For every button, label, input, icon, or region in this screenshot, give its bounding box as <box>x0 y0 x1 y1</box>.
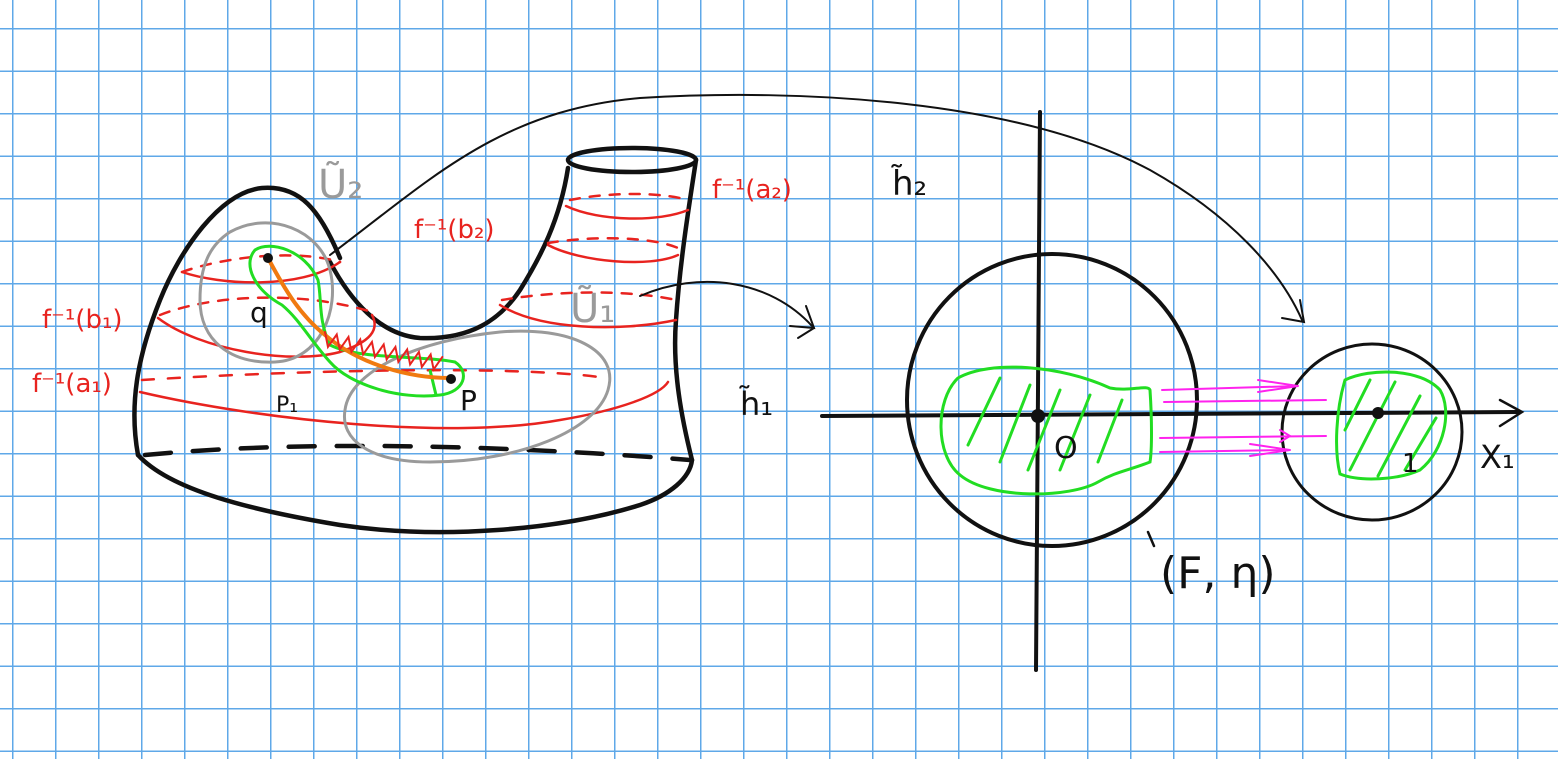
point-one <box>1372 407 1384 419</box>
flow-head-3 <box>1279 429 1292 443</box>
label-level-b2: f⁻¹(b₂) <box>414 215 495 245</box>
hatch-2 <box>998 383 1032 464</box>
tick-mark <box>1146 530 1156 548</box>
level-b2-lower-back <box>500 291 678 302</box>
level-b2-back <box>546 237 680 250</box>
hatch-5 <box>1096 398 1124 464</box>
label-nbhd-u2: Ũ₂ <box>318 160 363 208</box>
arrow-h1-tail <box>797 327 815 339</box>
label-origin: O <box>1054 431 1078 466</box>
label-level-a2: f⁻¹(a₂) <box>712 175 792 205</box>
label-point-p1: P₁ <box>276 393 298 418</box>
level-a1-front <box>138 380 670 430</box>
green-region-surface <box>248 244 465 398</box>
green-region-hatch <box>428 369 438 396</box>
arrow-h2-curve <box>329 93 1303 321</box>
flow-line-1 <box>1161 385 1299 391</box>
label-point-q: q <box>250 296 268 329</box>
surface-saddle-outline <box>327 165 571 341</box>
path-q-to-p <box>266 256 452 380</box>
point-p <box>446 374 456 384</box>
surface-bottom-outline <box>135 452 695 535</box>
flow-head-4 <box>1249 443 1291 457</box>
x2-axis <box>1034 110 1042 672</box>
label-pair-f-eta: (F, η) <box>1160 548 1276 599</box>
bottom-boundary-dashed <box>142 443 693 463</box>
flow-line-2 <box>1163 399 1327 403</box>
label-level-b1: f⁻¹(b₁) <box>42 305 123 335</box>
surface-right-outline <box>672 157 699 463</box>
nbhd-u1-outline <box>342 329 612 464</box>
flow-arrows <box>1159 379 1327 457</box>
level-b2-front <box>546 243 680 264</box>
point-q <box>263 253 273 263</box>
label-level-a1: f⁻¹(a₁) <box>32 369 112 399</box>
neighbourhoods <box>198 221 612 464</box>
flow-line-4 <box>1159 449 1291 453</box>
arrow-h2-head <box>1281 299 1306 324</box>
label-one: 1 <box>1402 449 1419 479</box>
label-point-p: P <box>460 384 477 417</box>
hatch-4 <box>1058 393 1092 472</box>
green-region-one <box>1335 370 1448 481</box>
level-b1-upper-front <box>180 260 342 284</box>
tube-top-ellipse <box>565 145 699 175</box>
hatch-7 <box>1348 380 1397 472</box>
hatch-6 <box>1343 378 1372 432</box>
x1-axis-arrowhead <box>1498 398 1525 428</box>
label-axis-x1: X₁ <box>1480 438 1515 476</box>
label-map-h2: h̃₂ <box>891 164 927 204</box>
green-regions-plane <box>939 365 1448 496</box>
level-a2-back <box>568 192 690 202</box>
arrow-h1-curve <box>639 281 813 327</box>
hatch-3 <box>1026 388 1062 472</box>
zigzag-homotopy <box>324 331 444 372</box>
surface-left-outline <box>132 185 343 458</box>
big-circle <box>905 252 1199 548</box>
point-origin <box>1031 409 1045 423</box>
hatch-1 <box>966 376 1002 447</box>
hatch-9 <box>1403 416 1438 472</box>
label-nbhd-u1: Ũ₁ <box>570 284 615 332</box>
x1-axis <box>820 410 1520 418</box>
hatch-8 <box>1376 394 1422 478</box>
flow-line-3 <box>1159 435 1327 439</box>
map-arrows <box>329 93 1306 339</box>
green-regions-surface <box>248 244 465 398</box>
surface <box>132 145 699 535</box>
level-b2-lower-front <box>498 303 678 329</box>
green-region-origin <box>939 365 1153 496</box>
level-a2-front <box>564 204 690 220</box>
small-circle <box>1280 342 1464 522</box>
level-b1-back <box>158 296 374 317</box>
label-map-h1: h̃₁ <box>738 385 773 423</box>
flow-head-1 <box>1257 379 1299 393</box>
nbhd-u2-outline <box>198 221 335 364</box>
